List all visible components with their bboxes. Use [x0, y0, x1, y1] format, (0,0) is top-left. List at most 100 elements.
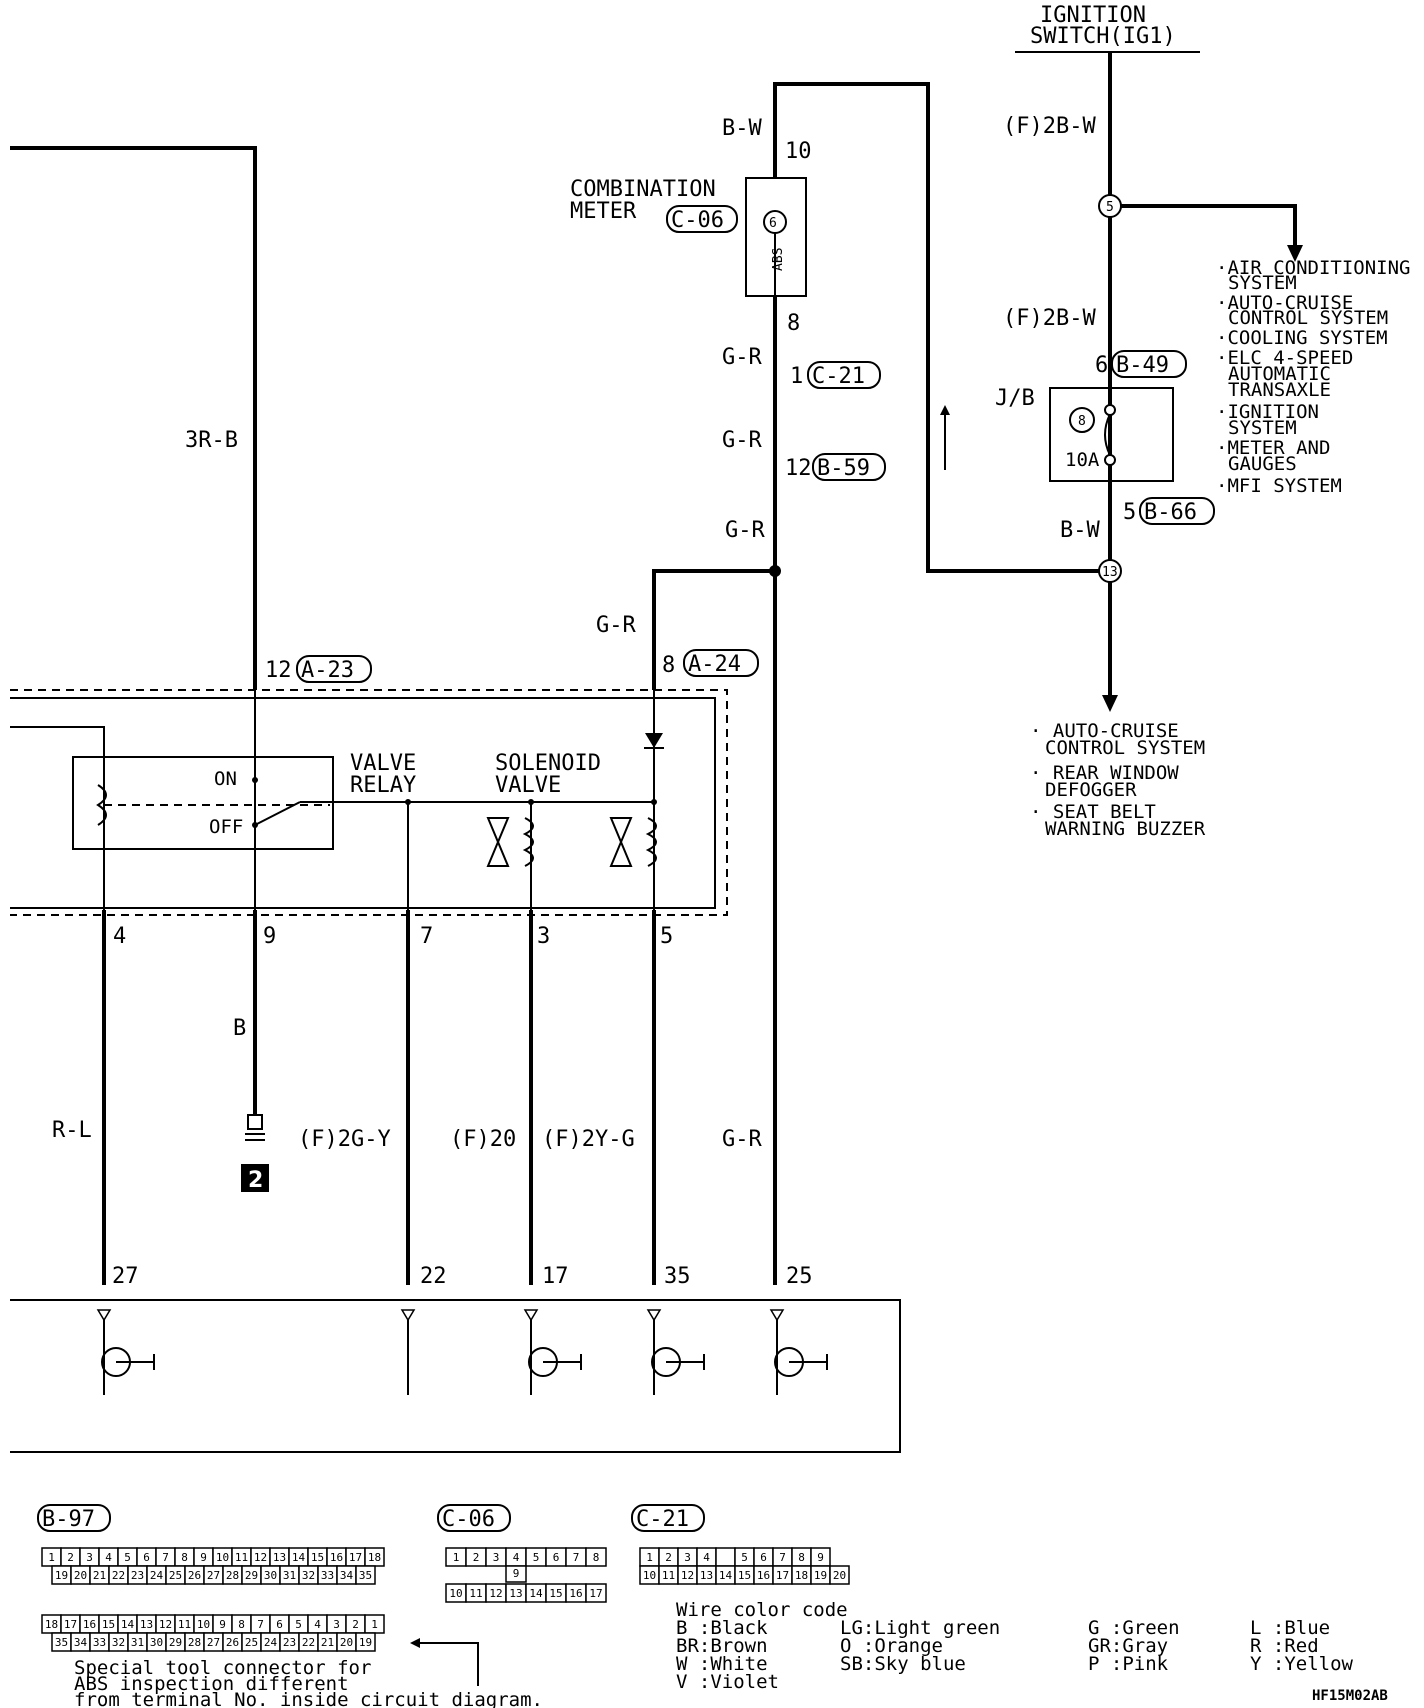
b97s-pin-label: 25: [245, 1636, 258, 1649]
abs-ecu: 27 22 17 35 25: [10, 1264, 901, 1453]
svg-text:8: 8: [662, 653, 675, 678]
svg-text:3R-B: 3R-B: [185, 428, 238, 453]
svg-text:8: 8: [787, 311, 800, 336]
relay-switch-icon: [254, 801, 301, 826]
svg-text:22: 22: [420, 1264, 447, 1289]
b97s-pin-label: 22: [302, 1636, 315, 1649]
b97s-pin-label: 15: [102, 1618, 115, 1631]
svg-text:J/B: J/B: [995, 386, 1035, 411]
c06-pin-label: 3: [493, 1551, 500, 1564]
svg-text:RELAY: RELAY: [350, 773, 416, 798]
c21-pin-label: 5: [741, 1551, 748, 1564]
svg-text:9: 9: [263, 924, 276, 949]
svg-text:(F)2G-Y: (F)2G-Y: [298, 1127, 391, 1152]
b97s-pin-label: 4: [314, 1618, 321, 1631]
svg-text:G-R: G-R: [725, 518, 765, 543]
svg-text:·AIR CONDITIONING: ·AIR CONDITIONING: [1216, 257, 1410, 279]
b97s-pin-label: 23: [283, 1636, 296, 1649]
svg-text:SYSTEM: SYSTEM: [1228, 417, 1297, 439]
c21-pin-label: 6: [760, 1551, 767, 1564]
svg-text:12: 12: [785, 456, 812, 481]
svg-text:6: 6: [769, 216, 777, 231]
b97s-pin-label: 1: [371, 1618, 378, 1631]
b97s-pin-label: 18: [45, 1618, 58, 1631]
b97s-pin: [355, 1632, 376, 1652]
b97-pin-label: 32: [302, 1569, 315, 1582]
svg-text:G-R: G-R: [722, 1127, 762, 1152]
b97s-pin-label: 7: [257, 1618, 264, 1631]
c06-pin-label: 1: [453, 1551, 460, 1564]
diode-icon: [645, 733, 663, 748]
svg-text:L :Blue: L :Blue: [1250, 1617, 1330, 1639]
b97s-pin-label: 3: [333, 1618, 340, 1631]
svg-text:ABS inspection different: ABS inspection different: [74, 1673, 349, 1695]
c21-pin-label: 4: [703, 1551, 710, 1564]
c06-pin-label: 5: [533, 1551, 540, 1564]
svg-text:(F)2B-W: (F)2B-W: [1003, 114, 1096, 139]
svg-text:3: 3: [537, 924, 550, 949]
b97-pin-label: 27: [207, 1569, 220, 1582]
svg-text:A-24: A-24: [688, 652, 741, 677]
b97-pin-label: 20: [74, 1569, 87, 1582]
c21-pin-label: 16: [757, 1569, 770, 1582]
junction-block: [1049, 387, 1174, 482]
b97s-pin-label: 10: [197, 1618, 210, 1631]
b97s-pin-label: 32: [112, 1636, 125, 1649]
svg-text:SB:Sky blue: SB:Sky blue: [840, 1653, 966, 1675]
b97s-pin-label: 12: [159, 1618, 172, 1631]
svg-text:CONTROL SYSTEM: CONTROL SYSTEM: [1045, 737, 1205, 759]
b97-pin-label: 9: [200, 1551, 207, 1564]
c21-pin: [829, 1565, 850, 1585]
c06-pin-label: 6: [553, 1551, 560, 1564]
arrow-right-loads: [1287, 245, 1303, 262]
svg-text:8: 8: [1078, 414, 1086, 429]
b97-pin-label: 26: [188, 1569, 201, 1582]
svg-text:B-W: B-W: [1060, 518, 1100, 543]
svg-text:G-R: G-R: [722, 345, 762, 370]
ignition-switch: IGNITION SWITCH(IG1): [1015, 3, 1200, 53]
svg-text:(F)2Y-G: (F)2Y-G: [542, 1127, 635, 1152]
b97-pin-label: 23: [131, 1569, 144, 1582]
b97-pin-label: 30: [264, 1569, 277, 1582]
svg-text:A-23: A-23: [301, 658, 354, 683]
c06-pin: [505, 1565, 527, 1583]
svg-text:10: 10: [785, 139, 812, 164]
svg-text:LG:Light green: LG:Light green: [840, 1617, 1000, 1639]
c06-pin-label: 8: [593, 1551, 600, 1564]
svg-text:from terminal No. inside circu: from terminal No. inside circuit diagram…: [74, 1689, 543, 1708]
b97s-pin-label: 17: [64, 1618, 77, 1631]
b97-pin-label: 7: [162, 1551, 169, 1564]
b97-pin-label: 3: [86, 1551, 93, 1564]
c06-pin-label: 14: [529, 1587, 543, 1600]
svg-text:5: 5: [1106, 200, 1114, 215]
svg-text:DEFOGGER: DEFOGGER: [1045, 779, 1137, 801]
b97-pin-label: 2: [67, 1551, 74, 1564]
svg-text:B: B: [233, 1016, 246, 1041]
b97-pin: [355, 1565, 376, 1585]
svg-text:Special tool connector for: Special tool connector for: [74, 1657, 371, 1679]
svg-text:SWITCH(IG1): SWITCH(IG1): [1030, 24, 1176, 49]
c06-pin-label: 16: [569, 1587, 582, 1600]
svg-text:ON: ON: [214, 768, 237, 790]
c06-pin-label: 10: [449, 1587, 462, 1600]
svg-text:B-97: B-97: [42, 1507, 95, 1532]
svg-text:17: 17: [542, 1264, 569, 1289]
svg-text:C-21: C-21: [636, 1507, 689, 1532]
svg-text:4: 4: [113, 924, 126, 949]
b97-pin-label: 28: [226, 1569, 239, 1582]
c21-pin-label: 14: [719, 1569, 733, 1582]
valve-symbol-icon: [486, 817, 510, 867]
c06-pin: [585, 1547, 607, 1567]
solenoid-coil-icon: [522, 817, 534, 867]
b97-pin-label: 13: [273, 1551, 286, 1564]
c06-pin-label: 9: [513, 1567, 520, 1580]
c06-pin-label: 12: [489, 1587, 502, 1600]
c21-pin-label: 8: [798, 1551, 805, 1564]
svg-text:12: 12: [265, 658, 292, 683]
b97-pin-label: 4: [105, 1551, 112, 1564]
svg-text:13: 13: [1102, 565, 1118, 580]
svg-text:· SEAT BELT: · SEAT BELT: [1030, 801, 1156, 823]
